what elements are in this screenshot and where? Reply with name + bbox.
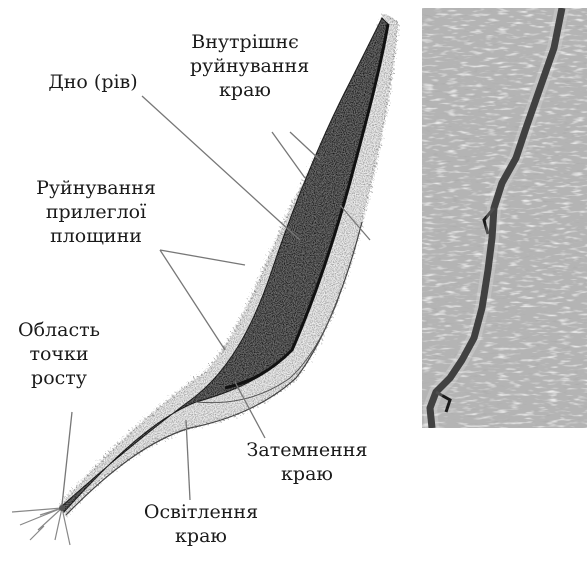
leader-growth-tip	[62, 412, 72, 505]
label-adjacent-line-1: Руйнування	[26, 176, 166, 200]
label-darkening-line-1: Затемнення	[232, 438, 382, 462]
label-darkening: Затемнення краю	[232, 438, 382, 486]
label-growth-tip: Область точки росту	[4, 318, 114, 390]
leader-lightening	[186, 420, 190, 500]
label-bottom-line-1: Дно (рів)	[28, 70, 158, 94]
growth-tip-point	[59, 505, 65, 511]
label-lightening-line-1: Освітлення	[126, 500, 276, 524]
label-inner-edge-line-1: Внутрішнє	[190, 30, 300, 54]
label-adjacent-line-3: площини	[26, 224, 166, 248]
label-darkening-line-2: краю	[232, 462, 382, 486]
label-growth-tip-line-2: точки	[4, 342, 114, 366]
label-lightening: Освітлення краю	[126, 500, 276, 548]
leader-inner-edge-1	[272, 132, 305, 178]
label-adjacent: Руйнування прилеглої площини	[26, 176, 166, 248]
crack-photo	[422, 8, 587, 428]
label-growth-tip-line-3: росту	[4, 366, 114, 390]
label-adjacent-line-2: прилеглої	[26, 200, 166, 224]
label-inner-edge-line-2: руйнування	[190, 54, 300, 78]
growth-tip-branches	[12, 508, 70, 545]
label-inner-edge: Внутрішнє руйнування краю	[190, 30, 300, 102]
leader-adjacent-1	[160, 250, 245, 265]
label-growth-tip-line-1: Область	[4, 318, 114, 342]
label-bottom: Дно (рів)	[28, 70, 158, 94]
label-lightening-line-2: краю	[126, 524, 276, 548]
label-inner-edge-line-3: краю	[190, 78, 300, 102]
leader-adjacent-2	[160, 250, 225, 350]
leader-inner-edge-2	[290, 132, 320, 160]
